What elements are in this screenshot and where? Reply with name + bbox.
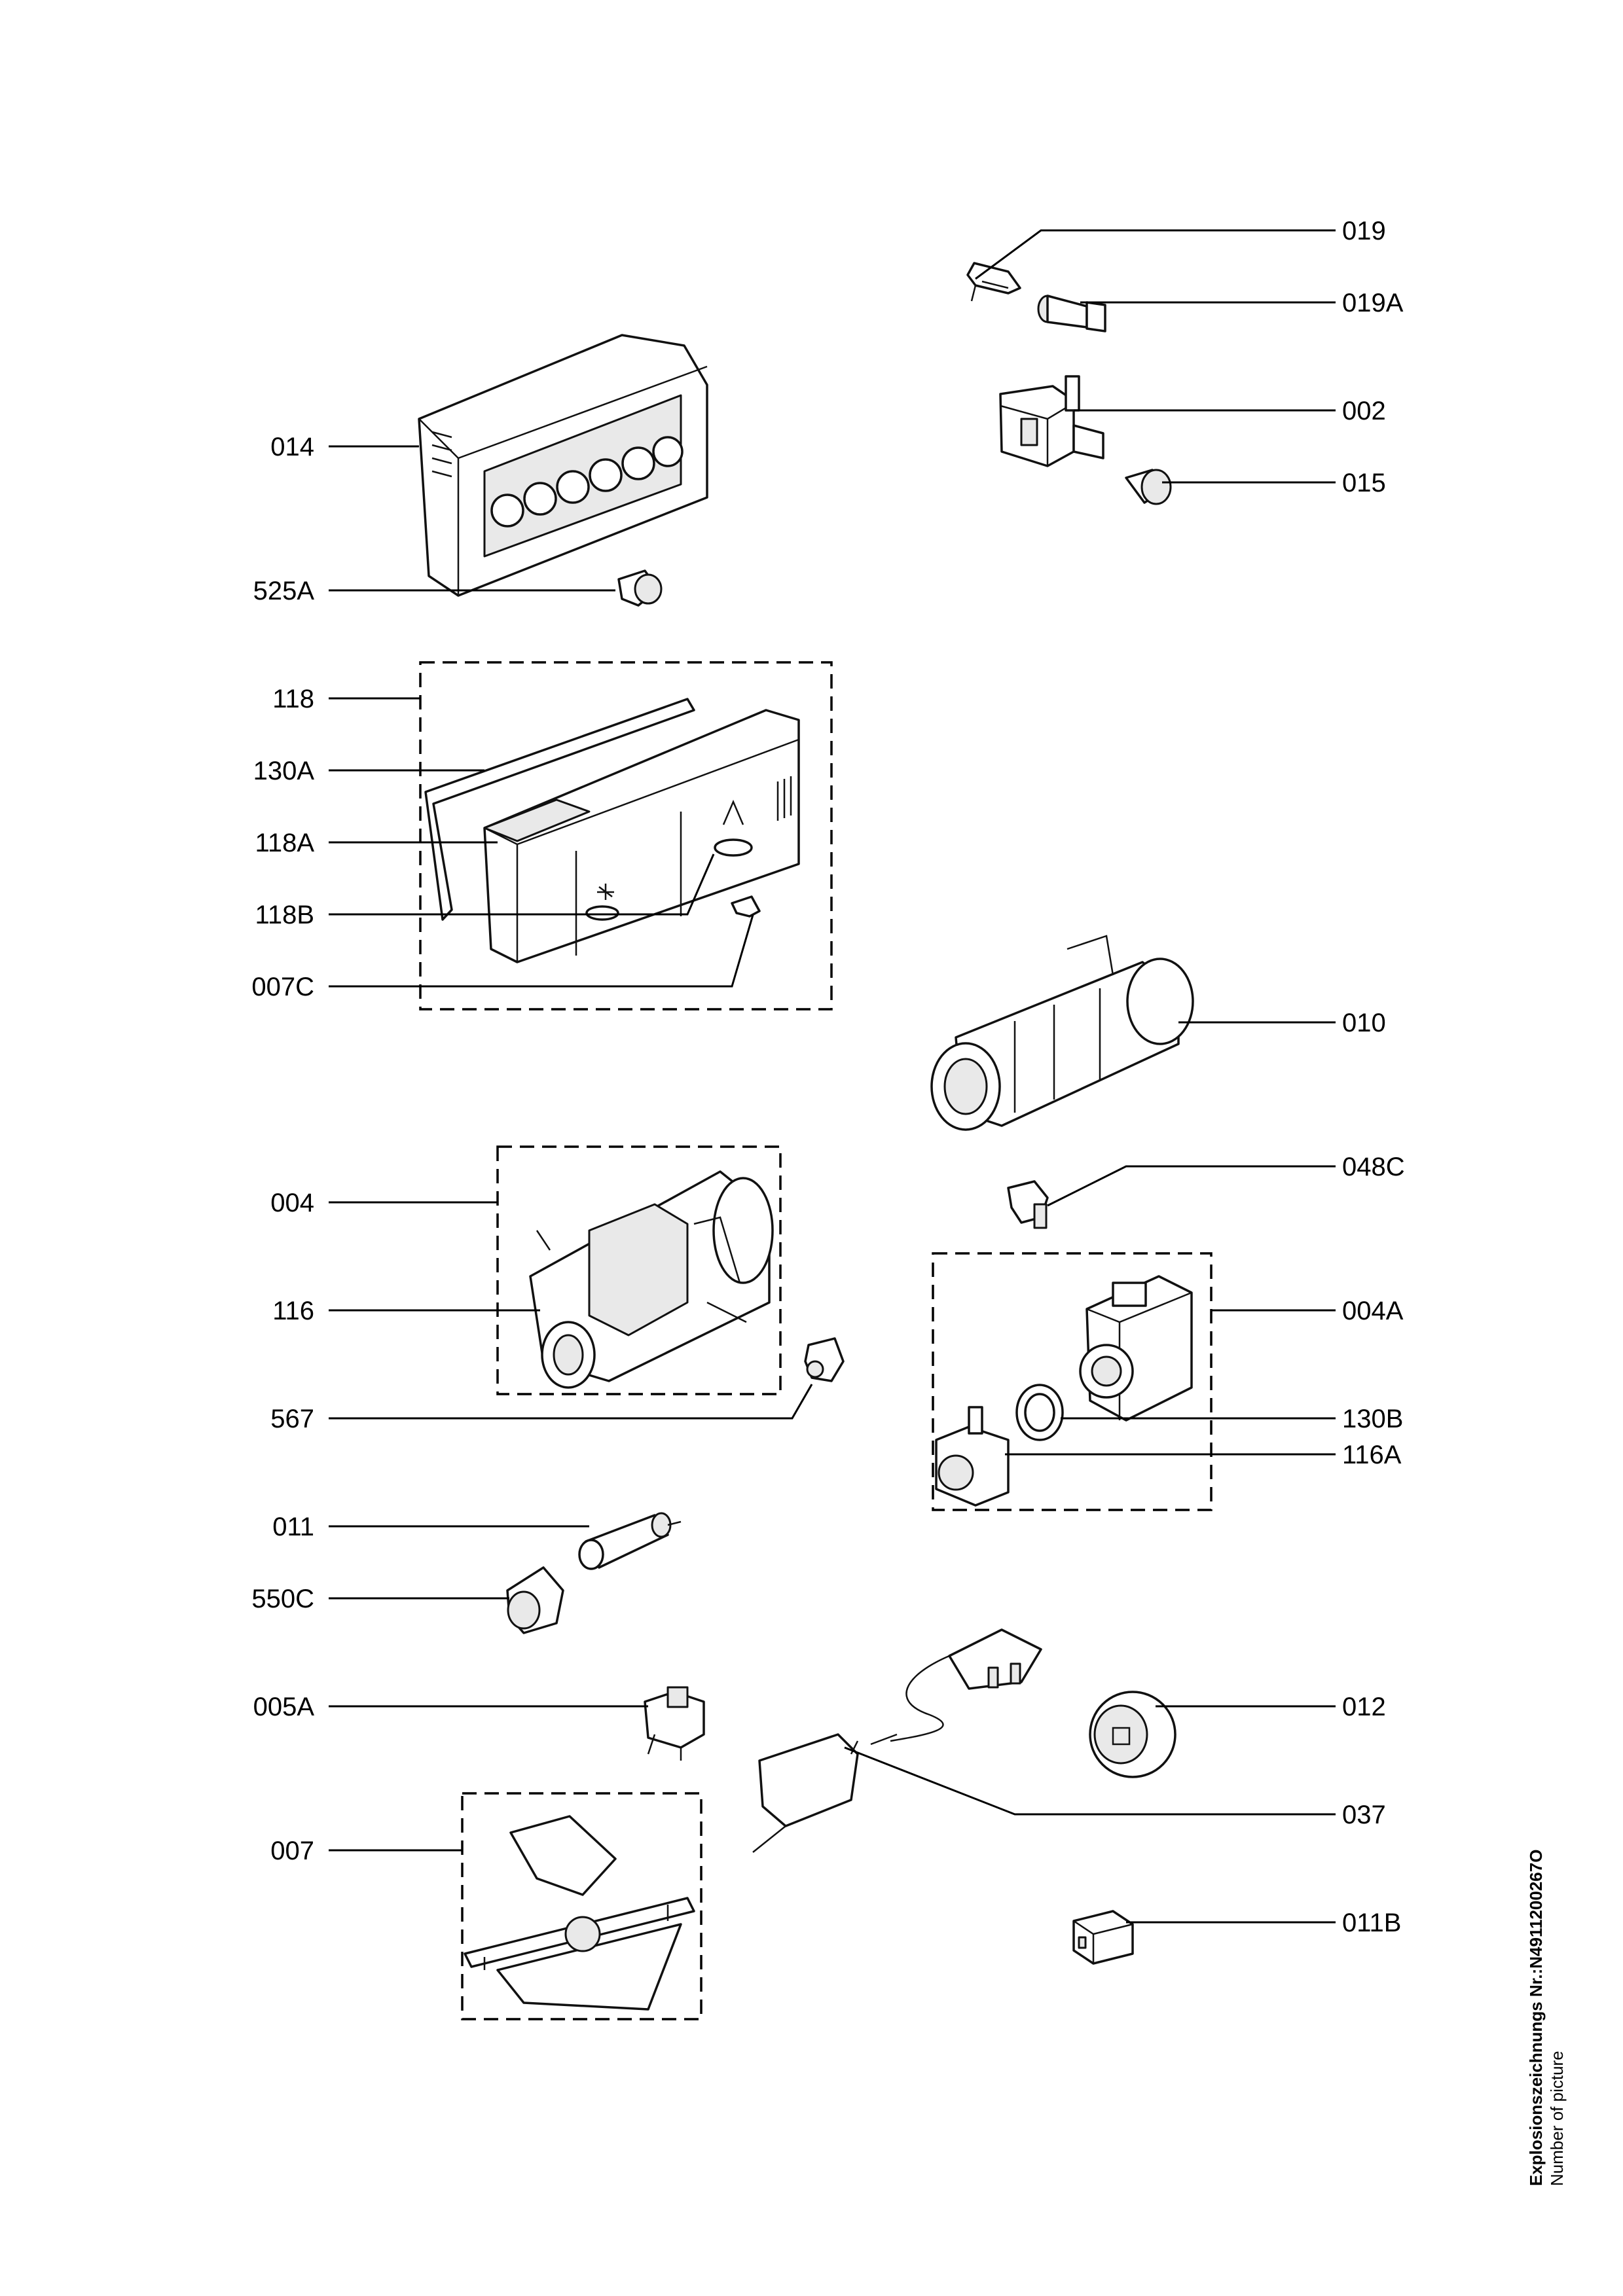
part-010-heater — [930, 935, 1194, 1131]
group-box-004 — [496, 1145, 782, 1395]
label-037: 037 — [1342, 1801, 1386, 1829]
label-007C: 007C — [251, 973, 314, 1001]
part-019-clip — [966, 262, 1021, 302]
label-002: 002 — [1342, 397, 1386, 425]
label-048C: 048C — [1342, 1153, 1405, 1181]
label-007: 007 — [270, 1837, 314, 1865]
drawing-number: Explosionszeichnungs Nr.:N4911200267O — [1526, 1849, 1546, 2186]
label-011: 011 — [272, 1513, 314, 1541]
part-048C-sensor — [1007, 1180, 1049, 1229]
part-116A-pump-housing — [935, 1406, 1010, 1507]
label-004: 004 — [270, 1189, 314, 1217]
part-567-clip — [804, 1337, 845, 1382]
drawing-number-caption: Number of picture — [1547, 2051, 1567, 2186]
label-010: 010 — [1342, 1009, 1386, 1037]
control-module-knobs — [490, 436, 684, 528]
label-118B: 118B — [255, 901, 314, 929]
group-box-118 — [419, 661, 833, 1011]
leader-007C — [329, 914, 754, 988]
label-130A: 130A — [253, 757, 315, 785]
label-004A: 004A — [1342, 1297, 1404, 1325]
leader-118B — [329, 853, 715, 916]
leader-048C — [1047, 1165, 1336, 1207]
group-box-004A — [932, 1252, 1213, 1511]
label-014: 014 — [270, 433, 314, 461]
part-011B-relay — [1072, 1910, 1134, 1965]
part-130A-gasket — [424, 698, 695, 921]
part-011-capacitor — [578, 1512, 682, 1570]
label-116A: 116A — [1342, 1441, 1402, 1469]
label-116: 116 — [272, 1297, 314, 1325]
part-014-control-module — [418, 334, 708, 597]
part-002-switch — [999, 375, 1104, 467]
label-015: 015 — [1342, 469, 1386, 497]
part-525A-cap — [617, 569, 663, 607]
part-019A-pin — [1037, 295, 1106, 332]
label-118: 118 — [272, 685, 314, 713]
part-130B-seal — [1015, 1384, 1064, 1441]
label-012: 012 — [1342, 1693, 1386, 1721]
label-019: 019 — [1342, 217, 1386, 245]
leader-019 — [975, 229, 1336, 280]
part-037-hose-guide — [752, 1733, 898, 1853]
group-box-007 — [461, 1792, 702, 2020]
part-004-pump — [529, 1170, 774, 1389]
label-130B: 130B — [1342, 1405, 1403, 1433]
part-005A-valve — [644, 1686, 705, 1761]
leader-037 — [844, 1746, 1336, 1816]
part-007-spray-arm — [464, 1815, 695, 2011]
part-004A-drain-pump — [1079, 1275, 1193, 1422]
label-567: 567 — [270, 1405, 314, 1433]
leader-567 — [329, 1384, 813, 1420]
part-012-knob — [1089, 1691, 1176, 1778]
label-011B: 011B — [1342, 1909, 1401, 1937]
part-118-dispenser — [483, 709, 800, 963]
part-007C-clip — [731, 895, 761, 918]
label-550C: 550C — [251, 1585, 314, 1613]
label-118A: 118A — [255, 829, 315, 857]
part-mains-plug — [890, 1628, 1042, 1742]
label-005A: 005A — [253, 1693, 315, 1721]
label-019A: 019A — [1342, 289, 1404, 317]
part-550C-cap — [506, 1566, 564, 1634]
part-015-knob — [1125, 469, 1172, 505]
label-525A: 525A — [253, 577, 315, 605]
